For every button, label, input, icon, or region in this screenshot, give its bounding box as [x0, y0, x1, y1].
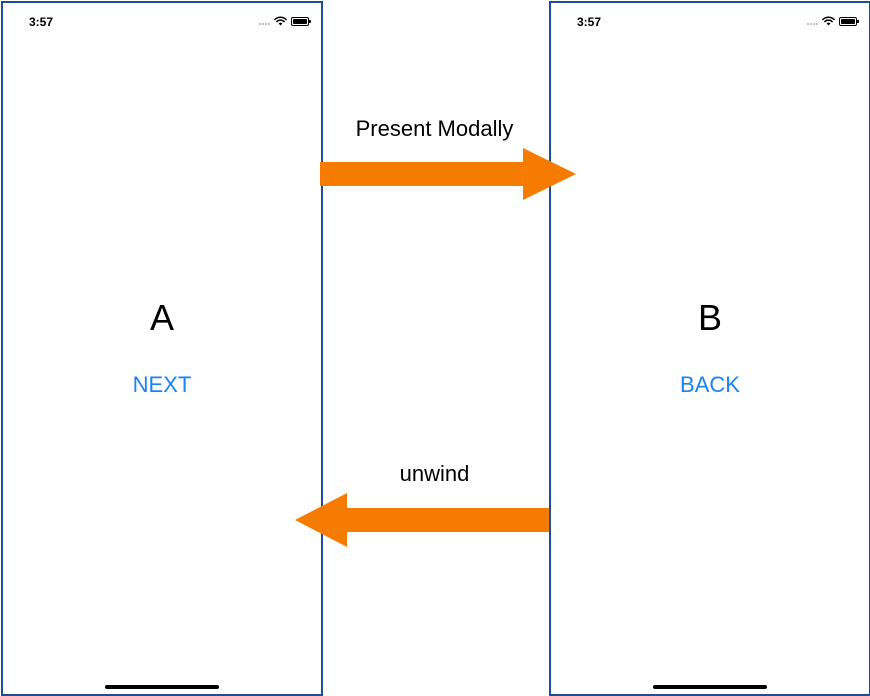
present-modally-label: Present Modally: [355, 116, 514, 141]
wifi-icon: [822, 16, 835, 26]
battery-icon: [839, 16, 859, 26]
forward-arrow-shape: [320, 148, 576, 200]
battery-icon: [291, 16, 311, 26]
arrow-left-icon: [295, 493, 549, 547]
status-time: 3:57: [577, 15, 602, 29]
arrow-right-icon: [320, 148, 576, 200]
screen-title-a: A: [149, 297, 174, 338]
screen-title-b: B: [697, 297, 722, 338]
home-indicator[interactable]: [105, 685, 219, 689]
screen-b: 3:57 B BACK: [549, 1, 870, 696]
unwind-label: unwind: [399, 461, 470, 486]
back-button[interactable]: BACK: [680, 372, 740, 397]
wifi-icon: [274, 16, 287, 26]
home-indicator[interactable]: [653, 685, 767, 689]
status-time: 3:57: [29, 15, 54, 29]
signal-icon: [807, 17, 818, 25]
status-icons: [259, 15, 311, 27]
status-icons: [807, 15, 859, 27]
signal-icon: [259, 17, 270, 25]
screen-a: 3:57 A NEXT: [1, 1, 323, 696]
back-arrow-shape: [295, 493, 549, 547]
next-button[interactable]: NEXT: [132, 372, 192, 397]
